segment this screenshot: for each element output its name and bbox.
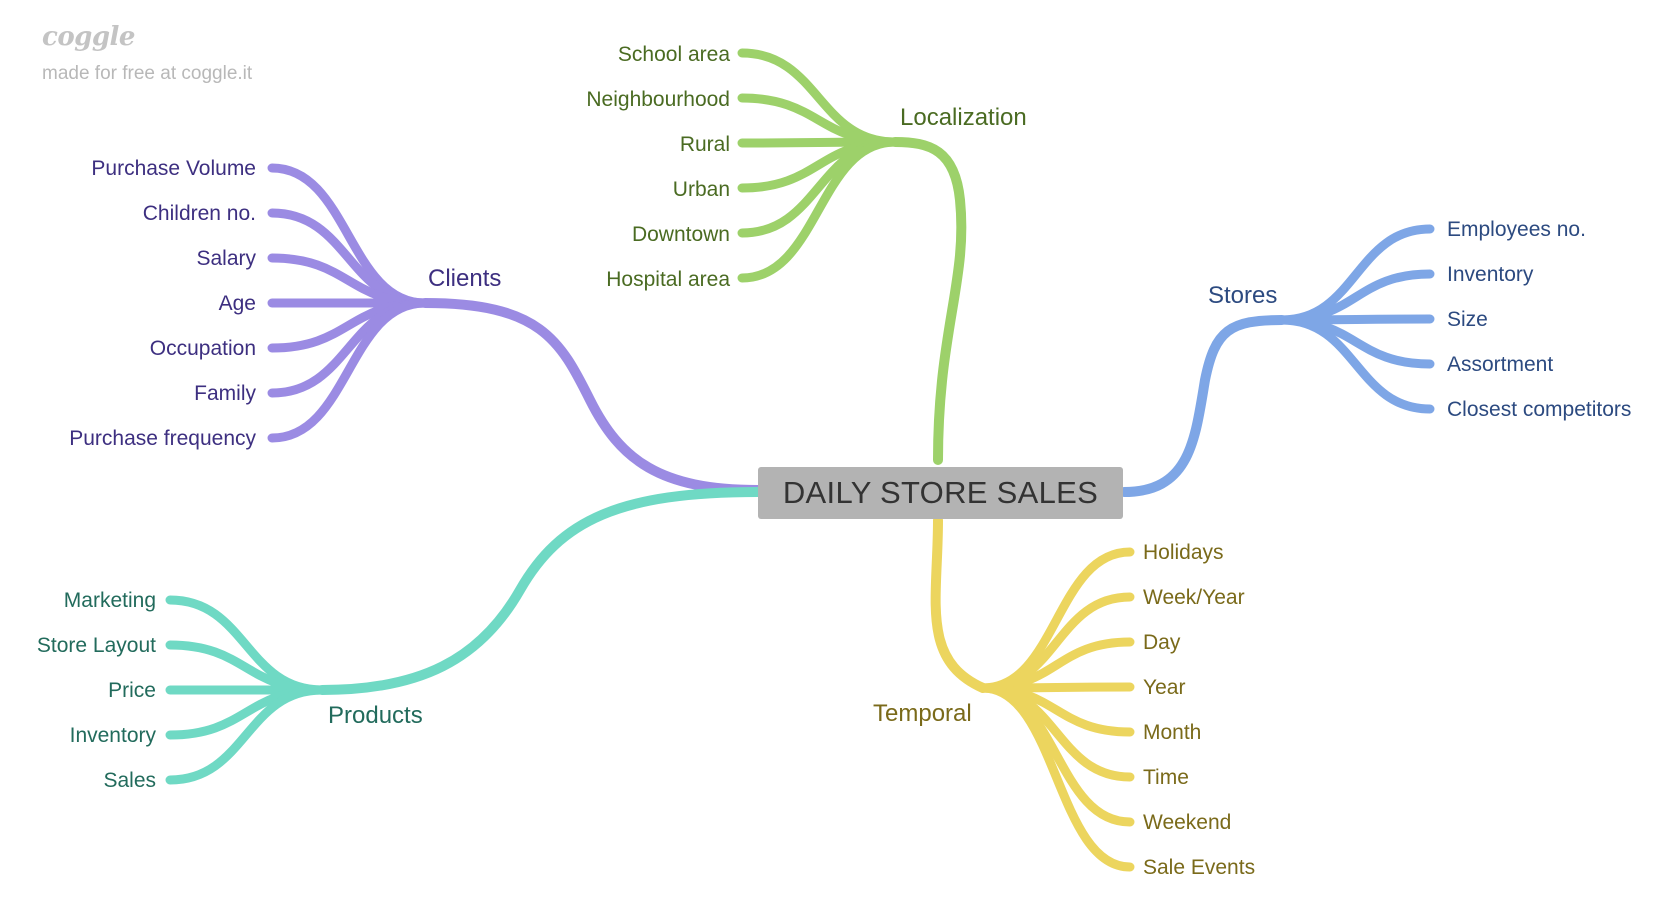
leaf-closest-competitors[interactable]: Closest competitors bbox=[1447, 398, 1632, 421]
leaf-urban[interactable]: Urban bbox=[672, 178, 730, 201]
leaf-occupation[interactable]: Occupation bbox=[149, 337, 256, 360]
leaf-purchase-frequency[interactable]: Purchase frequency bbox=[69, 427, 256, 450]
root-label: DAILY STORE SALES bbox=[782, 475, 1099, 510]
leaf-children-no[interactable]: Children no. bbox=[142, 202, 256, 225]
leaf-products-inventory[interactable]: Inventory bbox=[69, 724, 156, 747]
leaf-marketing[interactable]: Marketing bbox=[63, 589, 156, 612]
branch-products-label[interactable]: Products bbox=[328, 702, 423, 729]
branch-temporal-label[interactable]: Temporal bbox=[873, 700, 972, 727]
clients-leaf-connector-6 bbox=[267, 298, 430, 443]
leaf-price[interactable]: Price bbox=[108, 679, 156, 702]
leaf-size[interactable]: Size bbox=[1447, 308, 1488, 331]
localization-leaf-connector-5 bbox=[737, 137, 900, 283]
leaf-time[interactable]: Time bbox=[1143, 766, 1189, 789]
root-node[interactable]: DAILY STORE SALES bbox=[758, 467, 1123, 519]
leaf-day[interactable]: Day bbox=[1143, 631, 1181, 654]
localization-main-connector bbox=[890, 137, 967, 465]
clients-main-connector bbox=[420, 298, 763, 495]
branch-stores-label[interactable]: Stores bbox=[1208, 282, 1278, 309]
leaf-sale-events[interactable]: Sale Events bbox=[1143, 856, 1256, 879]
stores-main-connector bbox=[1119, 315, 1287, 497]
leaf-age[interactable]: Age bbox=[218, 292, 256, 315]
leaf-weekend[interactable]: Weekend bbox=[1143, 811, 1232, 834]
leaf-week-year[interactable]: Week/Year bbox=[1143, 586, 1245, 609]
products-leaf-connector-4 bbox=[165, 685, 327, 785]
leaf-assortment[interactable]: Assortment bbox=[1447, 353, 1554, 376]
leaf-employees-no[interactable]: Employees no. bbox=[1447, 218, 1586, 241]
leaf-sales[interactable]: Sales bbox=[103, 769, 156, 792]
leaf-hospital-area[interactable]: Hospital area bbox=[606, 268, 730, 291]
temporal-leaf-connector-7 bbox=[978, 683, 1135, 872]
watermark-text[interactable]: made for free at coggle.it bbox=[42, 63, 253, 84]
leaf-year[interactable]: Year bbox=[1143, 676, 1186, 699]
products-main-connector bbox=[317, 487, 763, 695]
leaf-school-area[interactable]: School area bbox=[617, 43, 730, 66]
branch-localization-label[interactable]: Localization bbox=[900, 104, 1027, 131]
stores-leaf-connector-4 bbox=[1277, 315, 1435, 414]
coggle-logo[interactable]: coggle bbox=[42, 22, 135, 52]
leaf-rural[interactable]: Rural bbox=[679, 133, 730, 156]
leaf-salary[interactable]: Salary bbox=[196, 247, 256, 270]
leaf-downtown[interactable]: Downtown bbox=[631, 223, 730, 246]
branch-clients-label[interactable]: Clients bbox=[428, 265, 502, 292]
leaf-store-layout[interactable]: Store Layout bbox=[36, 634, 156, 657]
temporal-main-connector bbox=[930, 515, 988, 693]
leaf-holidays[interactable]: Holidays bbox=[1143, 541, 1224, 564]
leaf-stores-inventory[interactable]: Inventory bbox=[1447, 263, 1534, 286]
leaf-family[interactable]: Family bbox=[194, 382, 256, 405]
leaf-month[interactable]: Month bbox=[1143, 721, 1202, 744]
leaf-neighbourhood[interactable]: Neighbourhood bbox=[586, 88, 730, 111]
leaf-purchase-volume[interactable]: Purchase Volume bbox=[91, 157, 256, 180]
